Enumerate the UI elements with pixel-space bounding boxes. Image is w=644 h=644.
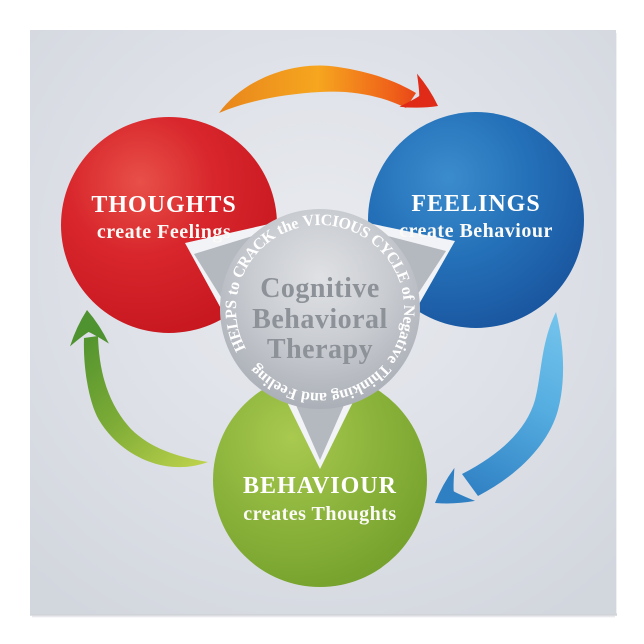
ring-text-char: V bbox=[302, 212, 316, 230]
ring-text-char: g bbox=[330, 387, 341, 405]
feelings-title: FEELINGS bbox=[411, 191, 540, 217]
ring-text-char: N bbox=[400, 305, 417, 317]
ring-text-char: L bbox=[223, 317, 242, 330]
blue-arrow-shaft bbox=[462, 312, 564, 496]
behaviour-subtitle: creates Thoughts bbox=[243, 503, 396, 525]
center-title-line-2: Behavioral bbox=[252, 304, 388, 335]
ring-text-char: e bbox=[289, 215, 301, 233]
ring-text-char: i bbox=[345, 383, 356, 401]
poster-shadow-soft bbox=[32, 615, 615, 618]
feelings-subtitle: create Behaviour bbox=[399, 220, 553, 242]
center-title-line-1: Cognitive bbox=[260, 273, 380, 304]
ring-text-char: S bbox=[223, 299, 240, 309]
orange-arrow-thoughts-to-feelings bbox=[219, 65, 447, 123]
ring-text-char: E bbox=[226, 327, 245, 342]
behaviour-circle bbox=[213, 373, 427, 587]
blue-arrow-feelings-to-behaviour bbox=[424, 312, 564, 520]
center-title-line-3: Therapy bbox=[267, 334, 373, 365]
behaviour-title: BEHAVIOUR bbox=[243, 473, 397, 499]
green-arrow-behaviour-to-thoughts bbox=[67, 308, 208, 468]
ring-text-char: g bbox=[397, 322, 415, 333]
orange-arrow-shaft bbox=[219, 65, 416, 113]
ring-text-char: I bbox=[314, 212, 321, 229]
ring-text-char: e bbox=[399, 315, 417, 324]
ring-text-char: C bbox=[320, 212, 333, 230]
ring-text-char: O bbox=[336, 214, 353, 234]
ring-text-char: o bbox=[397, 285, 415, 296]
ring-text-char: f bbox=[399, 294, 417, 302]
center-tail-bottom bbox=[292, 396, 348, 460]
ring-text-char: d bbox=[300, 387, 312, 405]
thoughts-title: THOUGHTS bbox=[91, 192, 236, 218]
thoughts-subtitle: create Feelings bbox=[97, 221, 231, 243]
green-arrow-shaft bbox=[83, 336, 208, 468]
center-circle bbox=[220, 209, 420, 409]
ring-text-char: t bbox=[224, 288, 242, 297]
poster-shadow-bottom bbox=[30, 613, 617, 616]
ring-text-char: i bbox=[391, 342, 408, 354]
ring-text-char: t bbox=[393, 337, 411, 349]
ring-text-char: P bbox=[223, 308, 241, 319]
ring-text-char: n bbox=[309, 389, 319, 407]
ring-text-char: a bbox=[319, 389, 328, 406]
ring-text-char: I bbox=[331, 213, 340, 231]
